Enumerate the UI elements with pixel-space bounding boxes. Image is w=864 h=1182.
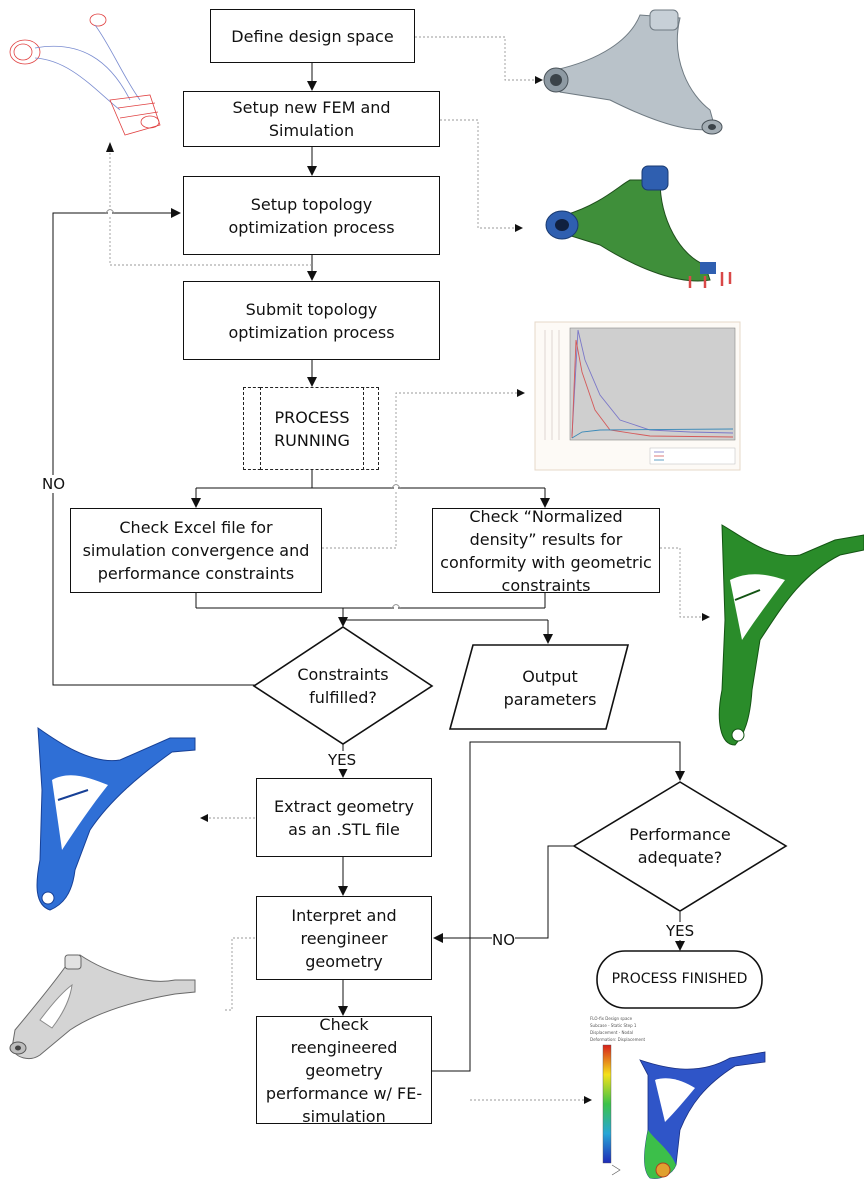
submit-topology-box: Submit topology optimization process bbox=[183, 281, 440, 360]
label-yes-mid: YES bbox=[328, 751, 357, 769]
output-line1: Output bbox=[522, 667, 578, 686]
performance-line1: Performance bbox=[629, 825, 731, 844]
wireframe-arm-illustration bbox=[9, 13, 161, 136]
check-density-box: Check “Normalized density” results for c… bbox=[432, 507, 660, 595]
arrow-performance-no bbox=[433, 845, 574, 943]
extracted-topology-illustration bbox=[36, 726, 196, 911]
label-yes-right: YES bbox=[666, 922, 695, 940]
output-line2: parameters bbox=[503, 690, 597, 709]
dotted-topo-to-wire bbox=[109, 150, 312, 266]
label-no-left: NO bbox=[42, 475, 66, 493]
define-design-space-text: Define design space bbox=[231, 26, 394, 46]
setup-topology-box: Setup topology optimization process bbox=[183, 176, 440, 255]
dotted-interpret-to-gray bbox=[224, 937, 255, 1011]
dotted-define-to-cad bbox=[415, 36, 540, 81]
output-parallelogram bbox=[448, 644, 630, 730]
constraints-decision: Constraints fulfilled? bbox=[284, 658, 402, 714]
setup-topology-text: Setup topology optimization process bbox=[228, 194, 395, 237]
svg-text:Deformation: Displacement: Deformation: Displacement bbox=[590, 1037, 646, 1042]
performance-line2: adequate? bbox=[637, 848, 723, 867]
reengineered-geometry-illustration bbox=[9, 954, 196, 1059]
dotted-excel-to-plot bbox=[322, 392, 520, 549]
constraints-line1: Constraints bbox=[297, 665, 389, 684]
setup-fem-box: Setup new FEM and Simulation bbox=[183, 91, 440, 147]
label-no-right: NO bbox=[492, 931, 516, 949]
process-running-line1: PROCESS bbox=[274, 407, 350, 427]
process-finished: PROCESS FINISHED bbox=[597, 951, 762, 1008]
cad-design-space-illustration bbox=[543, 9, 723, 135]
extract-stl-box: Extract geometry as an .STL file bbox=[256, 778, 432, 857]
arrow-check-to-performance bbox=[432, 741, 685, 1072]
setup-fem-text: Setup new FEM and Simulation bbox=[232, 98, 391, 140]
svg-text:Displacement - Nodal: Displacement - Nodal bbox=[590, 1030, 633, 1035]
arrow-no-loop bbox=[52, 208, 256, 686]
interpret-text: Interpret and reengineer geometry bbox=[291, 905, 397, 971]
submit-topology-text: Submit topology optimization process bbox=[228, 299, 395, 342]
extract-stl-text: Extract geometry as an .STL file bbox=[274, 796, 414, 839]
convergence-plot-illustration bbox=[534, 321, 741, 471]
check-excel-text: Check Excel file for simulation converge… bbox=[82, 518, 310, 583]
fe-mesh-illustration bbox=[545, 165, 732, 288]
dotted-fem-to-mesh bbox=[440, 119, 520, 229]
svg-text:FLO-fix Design space: FLO-fix Design space bbox=[590, 1016, 633, 1021]
process-running-line2: RUNNING bbox=[274, 430, 350, 450]
check-reengineered-text: Check reengineered geometry performance … bbox=[265, 1014, 423, 1126]
dotted-density-to-green bbox=[660, 547, 708, 618]
check-excel-box: Check Excel file for simulation converge… bbox=[70, 508, 322, 593]
performance-diamond bbox=[572, 781, 788, 912]
svg-text:Subcase - Static Step 1: Subcase - Static Step 1 bbox=[590, 1023, 637, 1028]
constraints-diamond bbox=[252, 626, 434, 745]
check-reengineered-box: Check reengineered geometry performance … bbox=[256, 1015, 432, 1126]
normalized-density-illustration bbox=[718, 524, 864, 746]
performance-decision: Performance adequate? bbox=[612, 818, 748, 874]
interpret-box: Interpret and reengineer geometry bbox=[256, 896, 432, 980]
define-design-space-box: Define design space bbox=[210, 9, 415, 63]
finished-terminator bbox=[596, 950, 763, 1009]
check-density-text: Check “Normalized density” results for c… bbox=[440, 506, 652, 595]
output-parameters: Output parameters bbox=[480, 660, 620, 716]
process-running-box: PROCESS RUNNING bbox=[260, 387, 364, 470]
process-finished-text: PROCESS FINISHED bbox=[611, 971, 748, 987]
constraints-line2: fulfilled? bbox=[309, 688, 377, 707]
